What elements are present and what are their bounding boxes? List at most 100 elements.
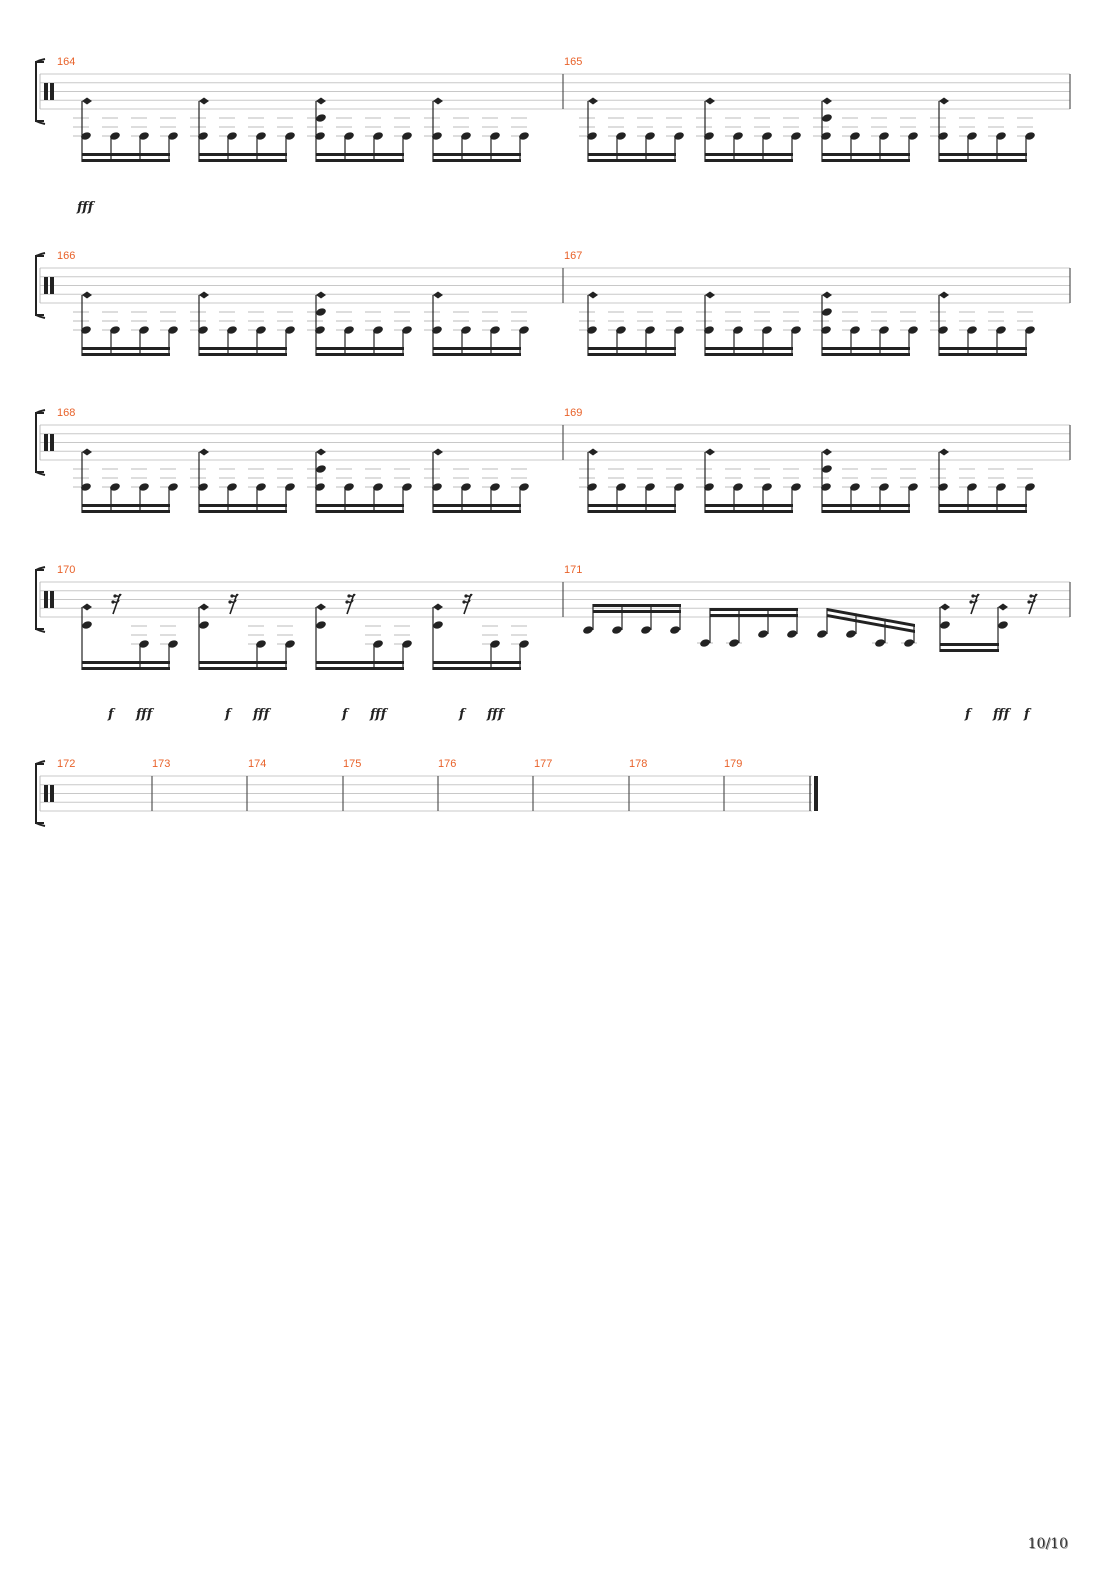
notehead: [110, 132, 120, 140]
beam: [939, 159, 1027, 162]
bar-number: 178: [629, 758, 647, 770]
notehead: [315, 132, 325, 140]
cymbal-notehead: [822, 97, 832, 105]
notehead: [587, 483, 597, 491]
notehead: [285, 132, 295, 140]
notehead: [344, 132, 354, 140]
notehead: [432, 326, 442, 334]
beam: [822, 504, 910, 507]
bar-number: 174: [248, 758, 266, 770]
cymbal-notehead: [433, 448, 443, 456]
beam: [316, 153, 404, 156]
notehead: [110, 483, 120, 491]
notehead: [822, 114, 832, 122]
notehead: [822, 465, 832, 473]
notehead: [519, 132, 529, 140]
notehead: [1025, 326, 1035, 334]
cymbal-notehead: [82, 291, 92, 299]
dynamic-marking: f: [964, 707, 973, 722]
cymbal-notehead: [316, 603, 326, 611]
rest-dot: [347, 594, 351, 598]
notehead: [168, 483, 178, 491]
beam: [199, 661, 287, 664]
notehead: [879, 483, 889, 491]
notehead: [461, 132, 471, 140]
notehead: [996, 326, 1006, 334]
notehead: [791, 326, 801, 334]
notehead: [645, 132, 655, 140]
bar-number: 172: [57, 758, 75, 770]
notehead: [587, 132, 597, 140]
beam: [316, 661, 404, 664]
notehead: [81, 483, 91, 491]
notehead: [996, 483, 1006, 491]
notehead: [904, 639, 914, 647]
notehead: [316, 621, 326, 629]
notehead: [285, 483, 295, 491]
notehead: [227, 132, 237, 140]
beam: [588, 504, 676, 507]
notehead: [700, 639, 710, 647]
rest-dot: [462, 600, 466, 604]
beam: [316, 510, 404, 513]
notehead: [490, 483, 500, 491]
dynamic-marking: fff: [486, 707, 506, 722]
cymbal-notehead: [199, 448, 209, 456]
beam: [82, 504, 170, 507]
notehead: [822, 308, 832, 316]
cymbal-notehead: [822, 448, 832, 456]
cymbal-notehead: [998, 603, 1008, 611]
beam: [82, 667, 170, 670]
notehead: [139, 326, 149, 334]
notehead: [850, 326, 860, 334]
notehead: [1025, 483, 1035, 491]
beam: [939, 153, 1027, 156]
notehead: [967, 132, 977, 140]
cymbal-notehead: [705, 448, 715, 456]
beam: [199, 667, 287, 670]
cymbal-notehead: [588, 448, 598, 456]
beam: [822, 347, 910, 350]
notehead: [285, 640, 295, 648]
dynamic-marking: fff: [252, 707, 272, 722]
beam: [199, 353, 287, 356]
cymbal-notehead: [199, 97, 209, 105]
cymbal-notehead: [705, 97, 715, 105]
dynamic-marking: fff: [135, 707, 155, 722]
dynamic-marking: f: [1023, 707, 1032, 722]
beam: [593, 610, 681, 613]
notehead: [704, 132, 714, 140]
notehead: [168, 326, 178, 334]
notehead: [583, 626, 593, 634]
beam: [82, 353, 170, 356]
beam: [433, 153, 521, 156]
notehead: [645, 483, 655, 491]
notehead: [908, 132, 918, 140]
percussion-clef: [50, 591, 54, 608]
notehead: [490, 326, 500, 334]
beam: [199, 153, 287, 156]
cymbal-notehead: [82, 97, 92, 105]
notehead: [875, 639, 885, 647]
dynamic-marking: fff: [992, 707, 1012, 722]
notehead: [432, 132, 442, 140]
notehead: [850, 132, 860, 140]
notehead: [733, 132, 743, 140]
notehead: [998, 621, 1008, 629]
beam: [316, 159, 404, 162]
notehead: [879, 326, 889, 334]
beam: [710, 614, 798, 617]
rest-dot: [971, 594, 975, 598]
notehead: [791, 132, 801, 140]
notehead: [519, 640, 529, 648]
system-bracket: [35, 255, 44, 316]
percussion-clef: [50, 785, 54, 802]
system-bracket: [35, 763, 44, 824]
dynamic-marking: f: [224, 707, 233, 722]
bar-number: 168: [57, 407, 75, 419]
cymbal-notehead: [316, 448, 326, 456]
system-bracket: [35, 412, 44, 473]
notehead: [733, 326, 743, 334]
